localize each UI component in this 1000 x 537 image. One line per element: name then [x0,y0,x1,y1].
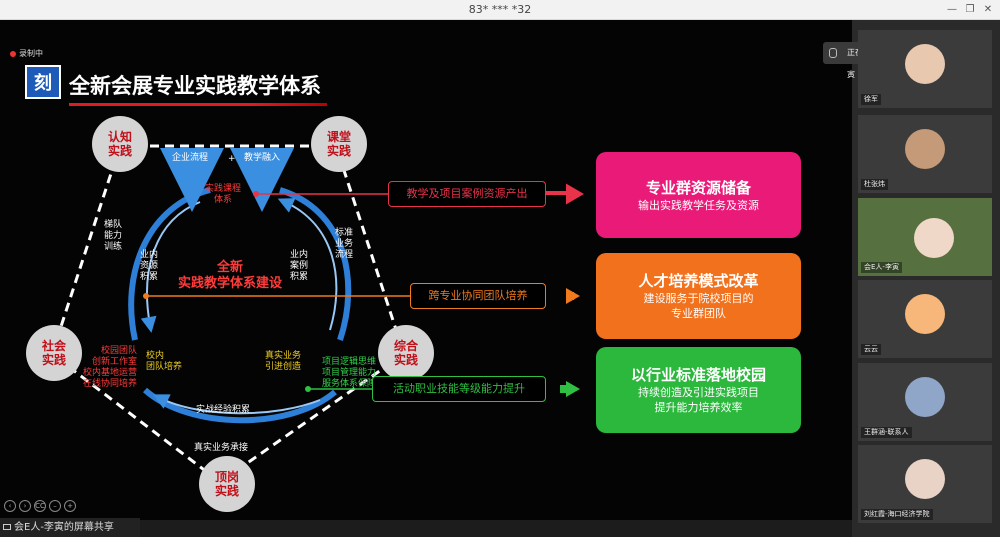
title-underline [69,103,327,106]
card-subtext: 建设服务于院校项目的 专业群团队 [643,292,754,320]
minimize-icon[interactable]: — [947,4,957,15]
label-case-accumulation: 业内 案例 积累 [290,250,309,282]
participant-name: 徐军 [861,94,881,105]
pill-skill-level: 活动职业技能等级能力提升 [372,376,546,402]
caption-icon[interactable]: CC [34,500,46,512]
slide-logo: 刻 [25,65,61,99]
avatar [905,294,945,334]
label-enterprise-process: 企业流程 [172,153,209,163]
pentagon-outline [50,144,406,484]
node-cognition-practice: 认知 实践 [92,116,148,172]
participant-tile[interactable]: 杜张炜 [858,115,992,193]
screen-share-bar[interactable]: 会E人-李寅的屏幕共享 [0,518,140,537]
label-standard-process: 标准 业务 流程 [335,228,354,260]
right-arc [279,187,352,341]
participant-tile[interactable]: 王群涵-联系人 [858,363,992,441]
center-title: 全新 实践教学体系建设 [177,260,282,291]
microphone-icon [829,48,837,58]
pill-cross-major-team: 跨专业协同团队培养 [410,283,546,309]
recording-label: 录制中 [19,49,43,58]
screen-share-label: 会E人-李寅的屏幕共享 [14,522,114,533]
participant-name: 会E人-李寅 [861,262,902,273]
participant-name: 杜张炜 [861,179,888,190]
restore-icon[interactable]: ❐ [965,4,975,15]
next-icon[interactable]: › [19,500,31,512]
avatar [914,218,954,258]
node-comprehensive-practice: 综合 实践 [378,325,434,381]
participant-name: 云云 [861,344,881,355]
card-industry-standard: 以行业标准落地校园 持续创造及引进实践项目 提升能力培养效率 [596,347,801,433]
card-heading: 以行业标准落地校园 [630,366,766,384]
slide-title: 全新会展专业实践教学体系 [69,74,321,98]
label-teaching-integration: 教学融入 [244,153,281,163]
label-course-system: 实践课程 体系 [205,184,242,205]
card-subtext: 输出实践教学任务及资源 [638,198,759,212]
card-resource-reserve: 专业群资源储备 输出实践教学任务及资源 [596,152,801,238]
shared-screen: 录制中 刻 全新会展专业实践教学体系 认知 实践 课堂 实践 社会 [0,20,852,520]
window-title: 83* *** *32 [468,3,532,16]
node-social-practice: 社会 实践 [26,325,82,381]
label-project-logic-list: 项目逻辑思维 项目管理能力 服务体系保障 [322,357,377,389]
card-heading: 人才培养模式改革 [638,272,759,290]
participant-tile[interactable]: 徐军 [858,30,992,108]
pill-case-resources: 教学及项目案例资源产出 [388,181,546,207]
participant-tile[interactable]: 云云 [858,280,992,358]
avatar [905,377,945,417]
screen-share-icon [3,524,11,530]
label-real-business-undertaking: 真实业务承接 [194,443,249,453]
zoom-in-icon[interactable]: + [64,500,76,512]
label-campus-training: 校内 团队培养 [146,351,183,372]
label-resource-accumulation: 业内 资源 积累 [140,250,159,282]
avatar [905,129,945,169]
card-subtext: 持续创造及引进实践项目 提升能力培养效率 [638,386,759,414]
card-heading: 专业群资源储备 [645,178,751,197]
avatar [905,459,945,499]
record-dot-icon [10,50,16,57]
window-titlebar: 83* *** *32 — ❐ ✕ [0,0,1000,20]
node-classroom-practice: 课堂 实践 [311,116,367,172]
prev-icon[interactable]: ‹ [4,500,16,512]
slide-controls: ‹ › CC – + [4,500,76,512]
label-plus: + [228,154,236,164]
participant-name: 刘红霞-海口经济学院 [861,509,933,520]
label-campus-team-list: 校园团队 创新工作室 校内基地运营 在线协同培养 [83,346,138,389]
practice-diagram [50,144,584,484]
avatar [905,44,945,84]
zoom-out-icon[interactable]: – [49,500,61,512]
label-team-training: 梯队 能力 训练 [104,220,123,252]
recording-indicator: 录制中 [10,48,43,59]
participant-tile[interactable]: 刘红霞-海口经济学院 [858,445,992,523]
node-internship-practice: 顶岗 实践 [199,456,255,512]
participant-tile-active[interactable]: 会E人-李寅 [858,198,992,276]
card-talent-reform: 人才培养模式改革 建设服务于院校项目的 专业群团队 [596,253,801,339]
close-icon[interactable]: ✕ [983,4,993,15]
label-real-business: 真实业务 引进创造 [265,351,302,372]
participant-name: 王群涵-联系人 [861,427,912,438]
label-practical-experience: 实战经验积累 [196,405,251,415]
